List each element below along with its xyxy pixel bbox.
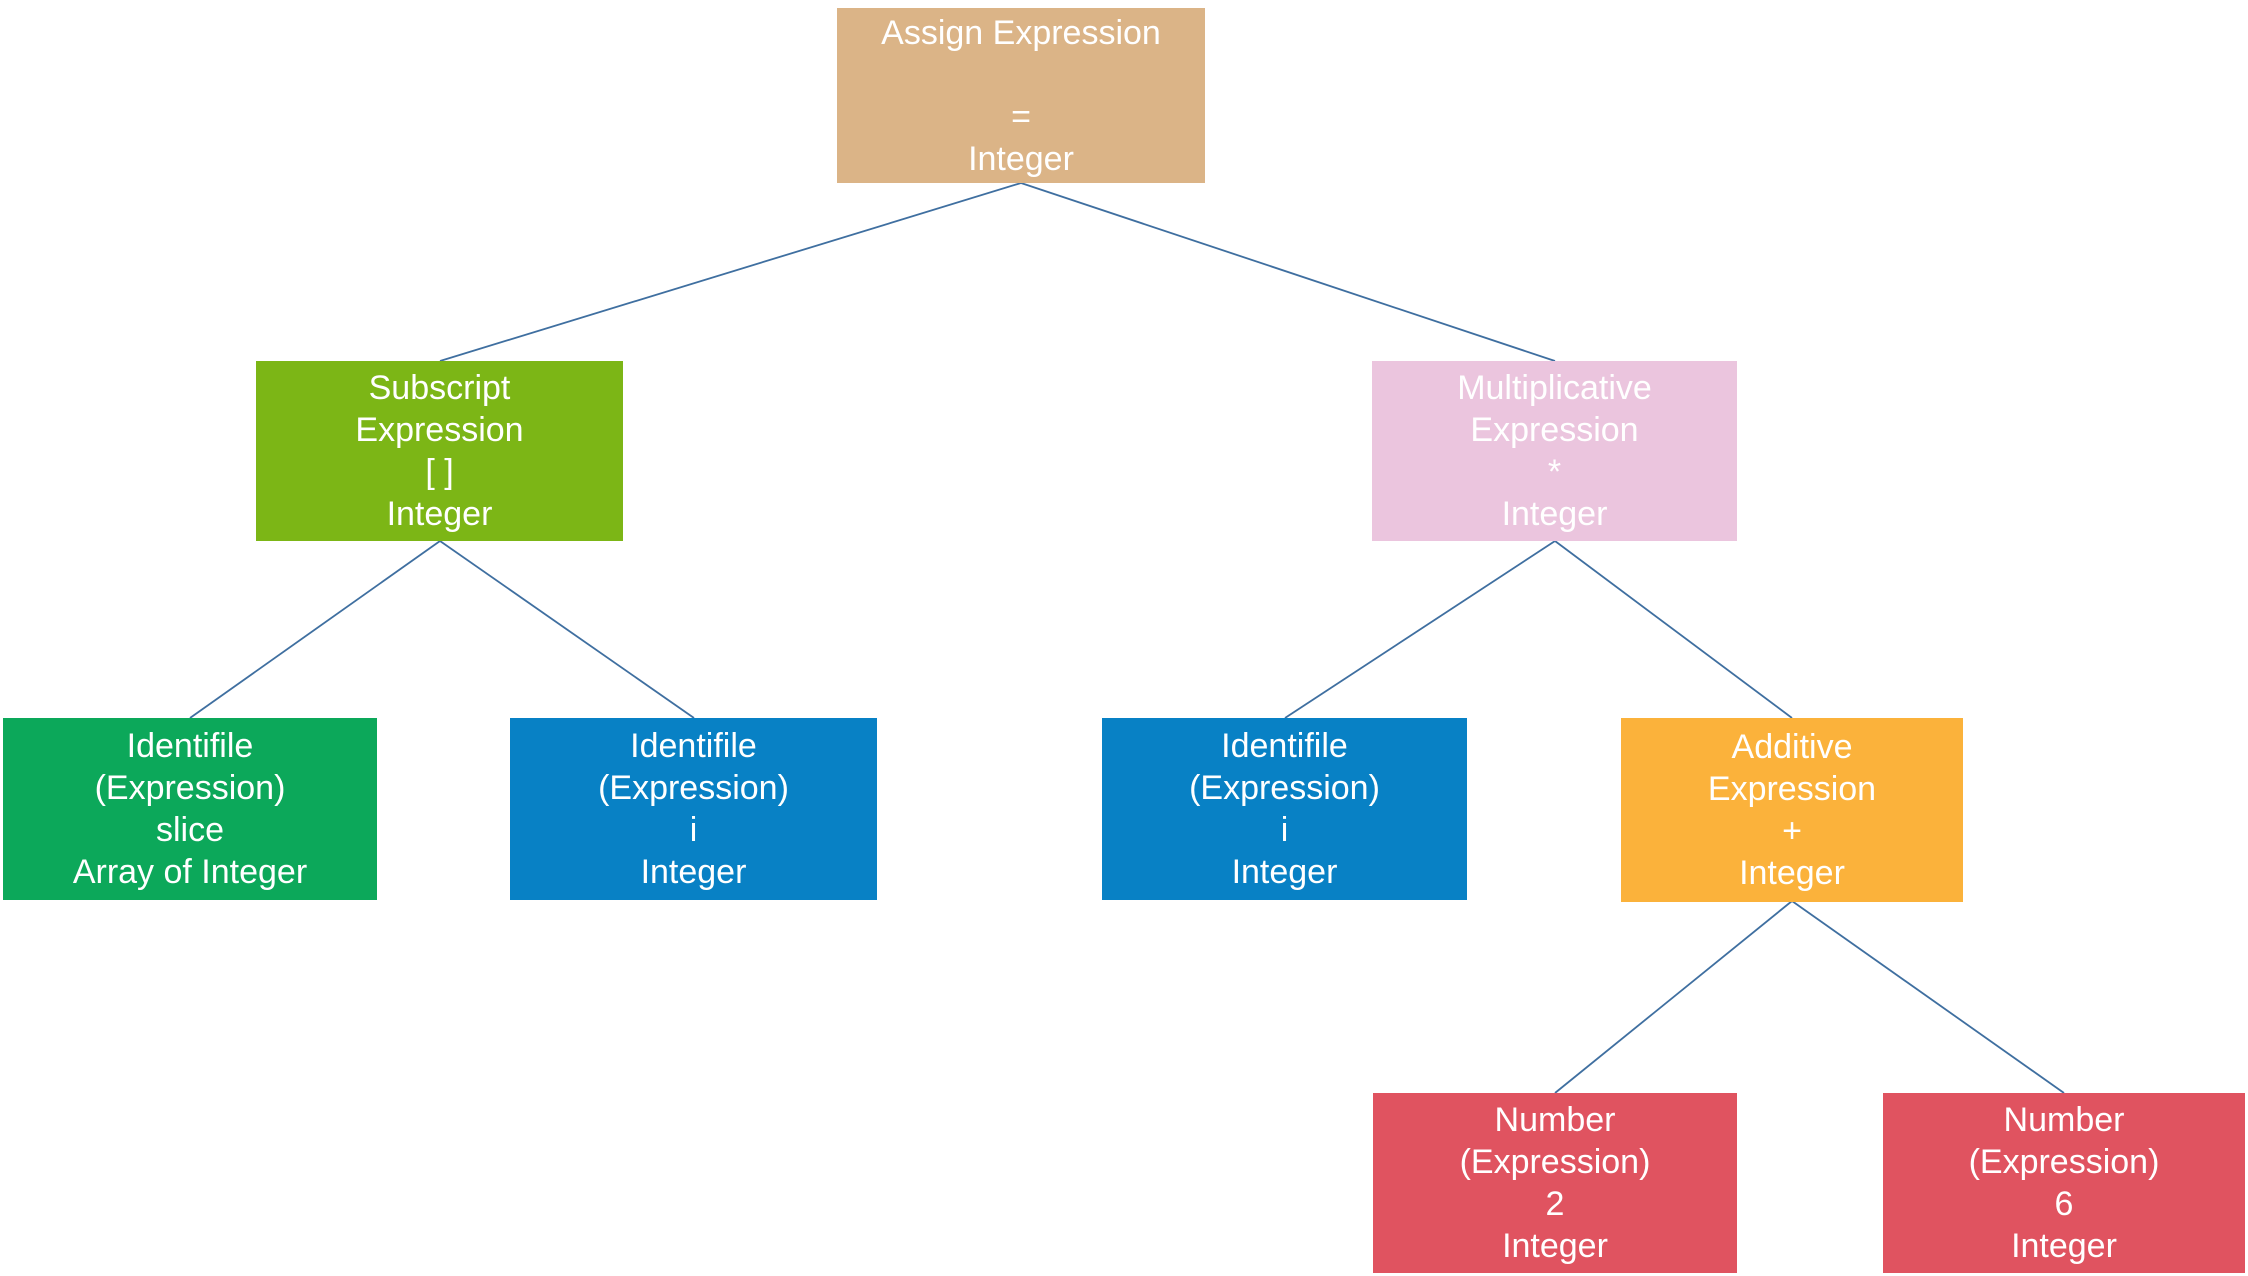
edge-multiplicative-additive bbox=[1554, 540, 1793, 719]
node-line: Expression bbox=[1707, 770, 1877, 808]
node-line: Multiplicative bbox=[1457, 369, 1652, 407]
node-line bbox=[837, 54, 1205, 96]
node-multiplicative-expression: Multiplicative Expression * Integer bbox=[1372, 361, 1737, 541]
edge-assign-subscript bbox=[439, 182, 1022, 362]
node-line: Assign Expression bbox=[881, 13, 1161, 52]
node-line: + bbox=[1782, 812, 1802, 850]
node-line: Integer bbox=[640, 853, 747, 891]
node-line: slice bbox=[155, 811, 225, 849]
node-line: Number bbox=[1494, 1101, 1616, 1139]
node-line: i bbox=[689, 811, 698, 849]
node-line: Additive bbox=[1731, 728, 1853, 766]
node-line: Integer bbox=[2011, 1227, 2117, 1265]
node-line: i bbox=[1280, 811, 1289, 849]
node-line: (Expression) bbox=[94, 769, 286, 807]
node-line: Identifile bbox=[630, 727, 757, 765]
edge-subscript-ident-slice bbox=[189, 540, 441, 719]
node-line: = bbox=[1011, 97, 1031, 136]
node-line: Integer bbox=[1501, 495, 1608, 533]
node-subscript-expression: Subscript Expression [ ] Integer bbox=[256, 361, 623, 541]
node-line: Array of Integer bbox=[72, 853, 308, 891]
edge-additive-number-2 bbox=[1554, 900, 1793, 1094]
node-assign-expression: Assign Expression = Integer bbox=[837, 8, 1205, 183]
node-number-6: Number (Expression) 6 Integer bbox=[1883, 1093, 2245, 1273]
node-line: * bbox=[1547, 453, 1562, 491]
node-identifile-i-left: Identifile (Expression) i Integer bbox=[510, 718, 877, 900]
node-line: Number bbox=[2003, 1101, 2125, 1139]
node-line: (Expression) bbox=[1459, 1143, 1651, 1181]
node-line: (Expression) bbox=[1189, 769, 1380, 807]
edge-subscript-ident-i-left bbox=[439, 540, 695, 719]
node-line: 6 bbox=[2054, 1185, 2074, 1223]
node-line: (Expression) bbox=[598, 769, 789, 807]
node-line: Integer bbox=[1231, 853, 1338, 891]
node-identifile-i-right: Identifile (Expression) i Integer bbox=[1102, 718, 1467, 900]
node-line: Integer bbox=[968, 139, 1074, 178]
edge-multiplicative-ident-i-right bbox=[1284, 540, 1556, 719]
node-line: [ ] bbox=[425, 453, 454, 491]
node-line: 2 bbox=[1545, 1185, 1565, 1223]
node-line: Identifile bbox=[126, 727, 254, 765]
node-line: Expression bbox=[1470, 411, 1639, 449]
node-line: (Expression) bbox=[1968, 1143, 2160, 1181]
node-number-2: Number (Expression) 2 Integer bbox=[1373, 1093, 1737, 1273]
node-line: Integer bbox=[1502, 1227, 1608, 1265]
node-additive-expression: Additive Expression + Integer bbox=[1621, 718, 1963, 902]
edge-additive-number-6 bbox=[1791, 900, 2065, 1094]
node-line: Integer bbox=[1739, 854, 1845, 892]
node-line: Expression bbox=[355, 411, 524, 449]
node-line: Integer bbox=[386, 495, 493, 533]
node-line: Identifile bbox=[1221, 727, 1348, 765]
node-line: Subscript bbox=[368, 369, 511, 407]
node-identifile-slice: Identifile (Expression) slice Array of I… bbox=[3, 718, 377, 900]
edge-assign-multiplicative bbox=[1020, 182, 1556, 362]
